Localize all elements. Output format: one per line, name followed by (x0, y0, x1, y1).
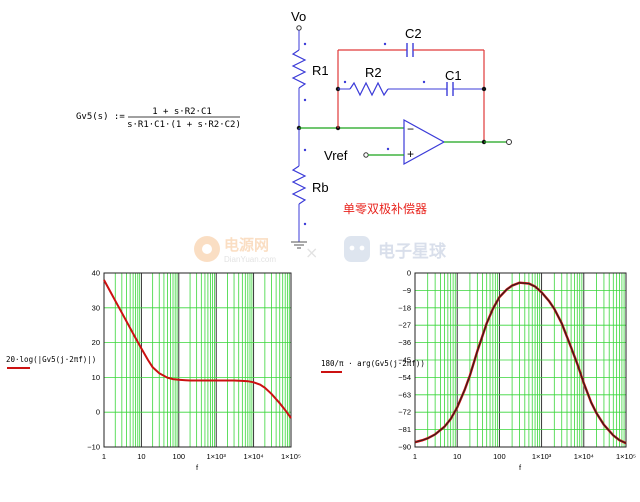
vref-label: Vref (324, 148, 348, 163)
y-tick-label: 0 (407, 269, 411, 278)
rb-label: Rb (312, 180, 329, 195)
x-tick-label: 100 (493, 452, 506, 461)
pin-dot (422, 80, 426, 84)
x-tick-label: 1×10⁵ (616, 452, 636, 461)
compensator-circuit: Vo R1 Rb C2 (291, 9, 512, 249)
y-tick-label: −54 (398, 373, 411, 382)
watermark: 电源网 DianYuan.com × 电子星球 (194, 236, 447, 264)
phase-x-ticks: 1 10 100 1×10³ 1×10⁴ 1×10⁵ (413, 452, 636, 461)
c1-capacitor (446, 82, 454, 96)
node-junction (481, 86, 487, 92)
y-tick-label: −72 (398, 408, 411, 417)
watermark-left-url: DianYuan.com (224, 255, 276, 264)
y-tick-label: 40 (92, 269, 100, 278)
x-tick-label: 1×10³ (206, 452, 226, 461)
op-amp-minus: − (407, 122, 414, 136)
watermark-right-brand: 电子星球 (378, 241, 447, 262)
y-tick-label: 20 (92, 338, 100, 347)
dianyuan-logo-icon (194, 236, 220, 262)
y-tick-label: 0 (96, 408, 100, 417)
y-tick-label: −63 (398, 390, 411, 399)
c2-label: C2 (405, 26, 422, 41)
r1-label: R1 (312, 63, 329, 78)
y-tick-label: −36 (398, 338, 411, 347)
r1-resistor (291, 49, 307, 89)
robot-logo-icon (344, 236, 370, 262)
x-tick-label: 10 (137, 452, 145, 461)
x-tick-label: 100 (173, 452, 186, 461)
output-terminal (506, 139, 512, 145)
x-tick-label: 1×10⁴ (244, 452, 264, 461)
rb-resistor (291, 165, 307, 205)
vref-terminal (363, 152, 369, 158)
y-tick-label: 10 (92, 373, 100, 382)
x-tick-label: 1 (102, 452, 106, 461)
magnitude-series-line (103, 279, 292, 419)
y-tick-label: −9 (402, 286, 411, 295)
pin-dot (303, 42, 307, 46)
phase-x-label: f (519, 463, 522, 472)
magnitude-grid (104, 273, 291, 447)
vo-label: Vo (291, 9, 306, 24)
r2-label: R2 (365, 65, 382, 80)
x-tick-label: 1×10³ (532, 452, 552, 461)
magnitude-y-ticks: 40 30 20 10 0 −10 (87, 269, 100, 452)
pin-dot (303, 222, 307, 226)
y-tick-label: 30 (92, 303, 100, 312)
c2-capacitor (406, 43, 414, 57)
y-tick-label: −10 (87, 443, 100, 452)
formula-denominator: s·R1·C1·(1 + s·R2·C2) (127, 120, 241, 130)
phase-y-label: 180/π · arg(Gv5(j·2πf)) (321, 359, 425, 368)
x-tick-label: 1 (413, 452, 417, 461)
r2-resistor (349, 81, 389, 97)
y-tick-label: −27 (398, 321, 411, 330)
y-tick-label: −90 (398, 443, 411, 452)
phase-series-line-dark (414, 282, 627, 444)
circuit-caption: 单零双极补偿器 (343, 201, 427, 216)
pin-dot (343, 80, 347, 84)
formula-numerator: 1 + s·R2·C1 (152, 107, 212, 117)
c1-label: C1 (445, 68, 462, 83)
phase-series-line-red (414, 281, 627, 445)
phase-y-ticks: 0 −9 −18 −27 −36 −45 −54 −63 −72 −81 −90 (398, 269, 411, 452)
pin-dot (383, 42, 387, 46)
formula-lhs: Gv5(s) := (76, 112, 125, 122)
x-tick-label: 1×10⁴ (574, 452, 594, 461)
ground-symbol (291, 241, 307, 249)
pin-dot (303, 148, 307, 152)
y-tick-label: −81 (398, 425, 411, 434)
magnitude-x-label: f (196, 463, 199, 472)
robot-eye-icon (349, 245, 355, 251)
phase-grid (415, 273, 626, 447)
magnitude-plot-frame (103, 272, 292, 448)
pin-dot (303, 98, 307, 102)
transfer-function-formula: Gv5(s) := 1 + s·R2·C1 s·R1·C1·(1 + s·R2·… (76, 107, 241, 130)
watermark-separator: × (305, 243, 318, 262)
y-tick-label: −45 (398, 356, 411, 365)
vo-terminal (296, 25, 302, 31)
magnitude-x-ticks: 1 10 100 1×10³ 1×10⁴ 1×10⁵ (102, 452, 301, 461)
robot-eye-icon (359, 245, 365, 251)
phase-chart: 0 −9 −18 −27 −36 −45 −54 −63 −72 −81 −90 1 10 100 1×1… (321, 269, 636, 472)
dianyuan-logo-inner (202, 244, 212, 254)
op-amp-plus: + (407, 147, 414, 161)
y-tick-label: −18 (398, 303, 411, 312)
x-tick-label: 1×10⁵ (281, 452, 301, 461)
phase-plot-frame (414, 272, 627, 448)
pin-dot (386, 147, 390, 151)
op-amp (403, 118, 446, 166)
x-tick-label: 10 (453, 452, 461, 461)
watermark-left-brand: 电源网 (224, 236, 269, 254)
magnitude-y-label: 20·log(|Gv5(j·2πf)|) (6, 355, 96, 364)
